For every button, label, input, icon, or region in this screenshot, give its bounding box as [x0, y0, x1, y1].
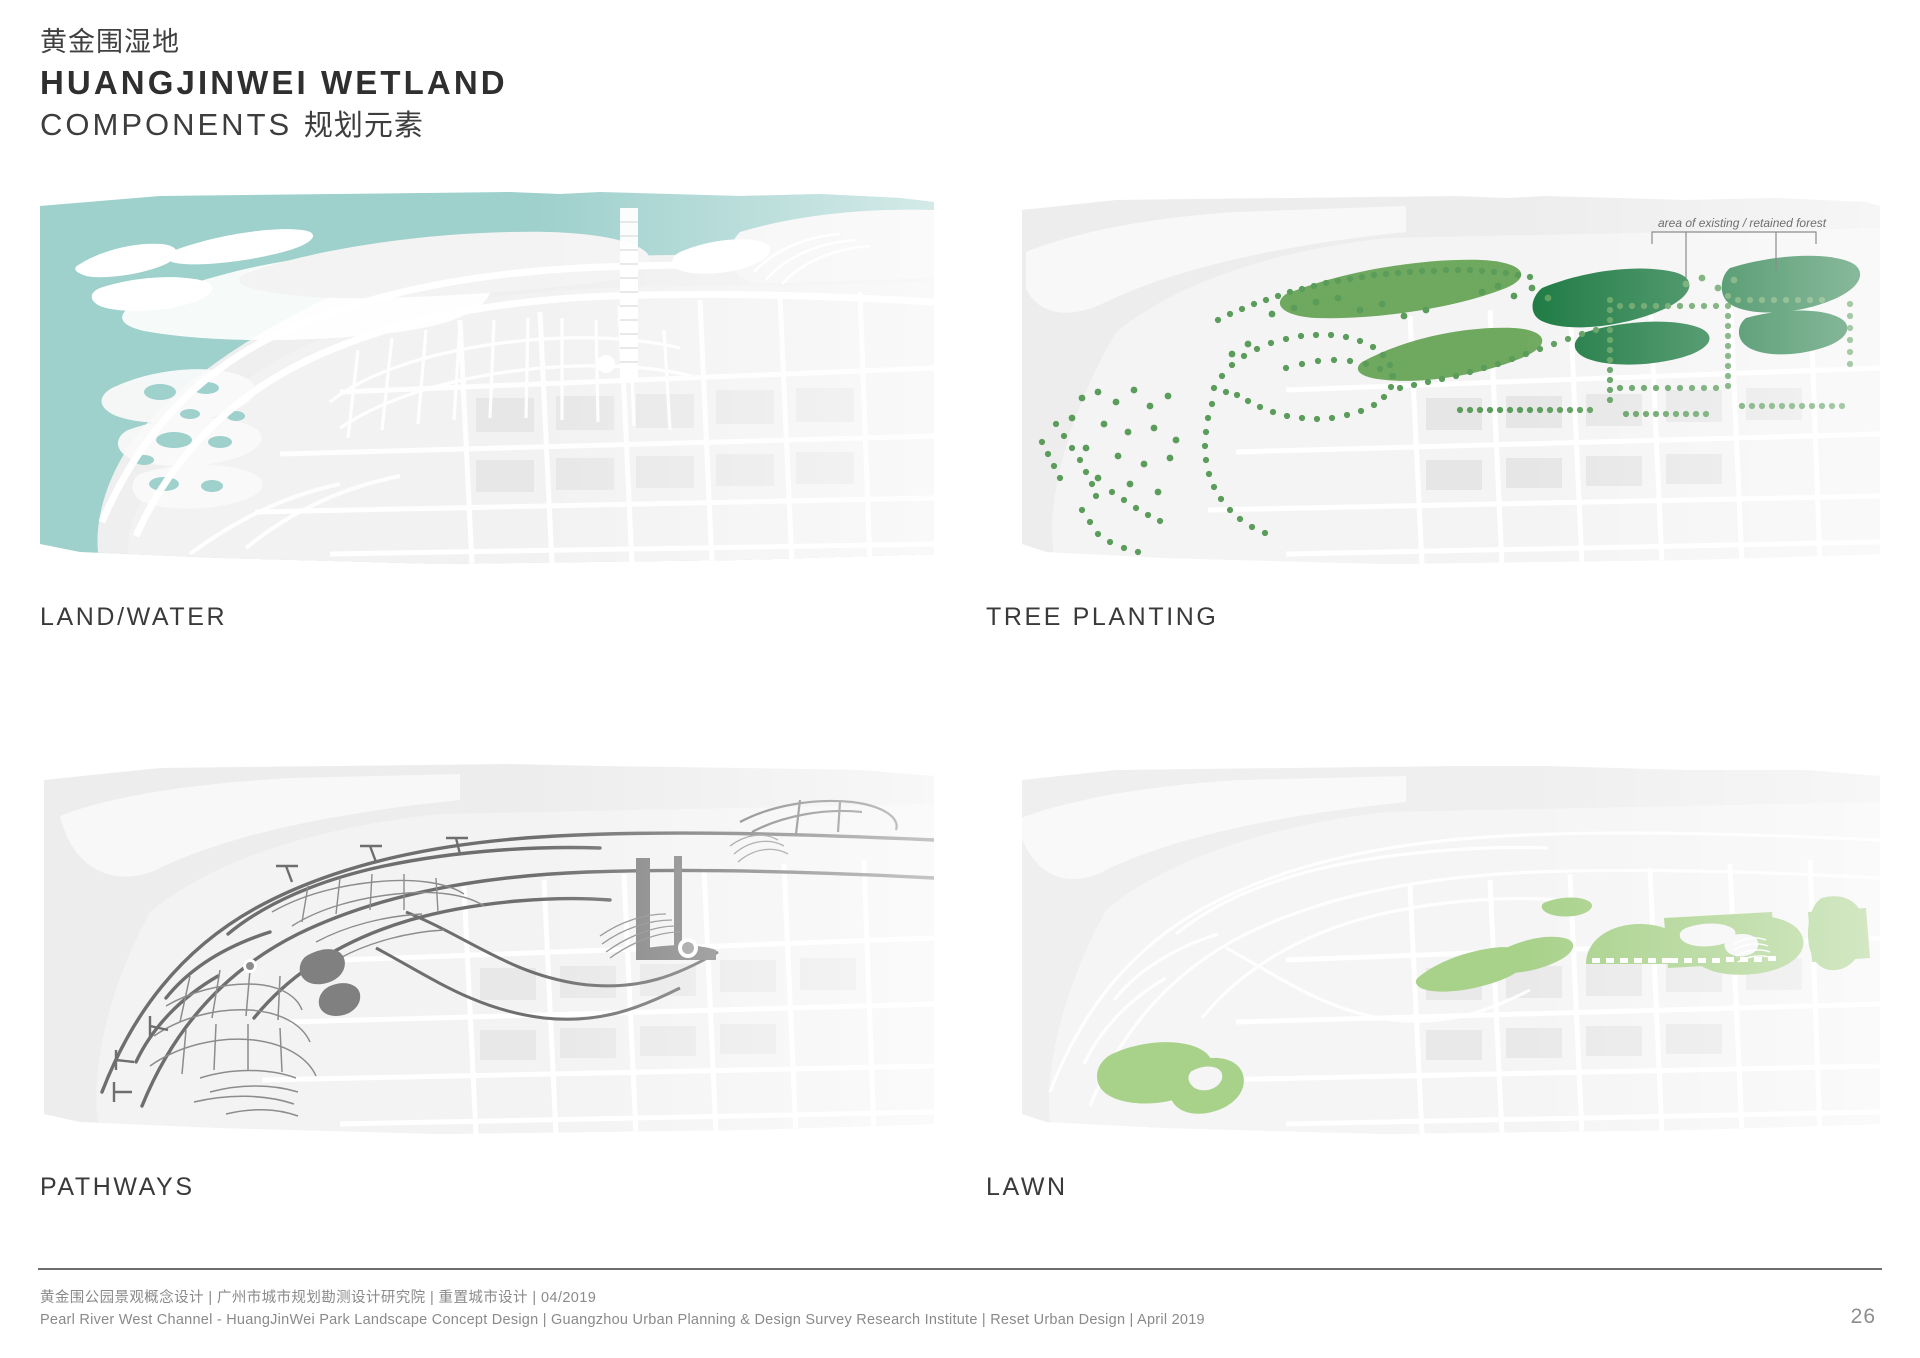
land-water-map	[40, 192, 934, 564]
caption-pathways: PATHWAYS	[40, 1173, 195, 1201]
lawn-map	[986, 762, 1880, 1134]
subtitle-chinese: 规划元素	[303, 109, 424, 142]
footer-divider	[38, 1268, 1882, 1270]
panel-pathways: PATHWAYS	[40, 762, 934, 1202]
components-grid: LAND/WATER	[40, 192, 1880, 1202]
forest-annotation-label: area of existing / retained forest	[1658, 216, 1827, 230]
tree-planting-map: area of existing / retained forest	[986, 192, 1880, 564]
panel-lawn: LAWN	[986, 762, 1880, 1202]
title-english: HUANGJINWEI WETLAND	[40, 63, 508, 101]
page-title: 黄金围湿地 HUANGJINWEI WETLAND COMPONENTS 规划元…	[40, 26, 508, 145]
subtitle-english: COMPONENTS	[40, 106, 293, 142]
footer-line-chinese: 黄金围公园景观概念设计 | 广州市城市规划勘测设计研究院 | 重置城市设计 | …	[40, 1290, 597, 1306]
page-number: 26	[1850, 1305, 1876, 1328]
panel-row-top: LAND/WATER	[40, 192, 1880, 632]
footer-line-english: Pearl River West Channel - HuangJinWei P…	[40, 1312, 1205, 1329]
caption-land-water: LAND/WATER	[40, 603, 228, 631]
panel-tree-planting: area of existing / retained forest TREE …	[986, 192, 1880, 632]
footer: 黄金围公园景观概念设计 | 广州市城市规划勘测设计研究院 | 重置城市设计 | …	[40, 1287, 1205, 1332]
caption-tree-planting: TREE PLANTING	[986, 603, 1219, 631]
caption-lawn: LAWN	[986, 1173, 1068, 1201]
forest-annotation-leader	[1651, 231, 1817, 278]
title-chinese: 黄金围湿地	[40, 27, 180, 57]
panel-land-water: LAND/WATER	[40, 192, 934, 632]
pathways-map	[40, 762, 934, 1134]
panel-row-bottom: PATHWAYS	[40, 762, 1880, 1202]
subtitle: COMPONENTS 规划元素	[40, 105, 508, 145]
